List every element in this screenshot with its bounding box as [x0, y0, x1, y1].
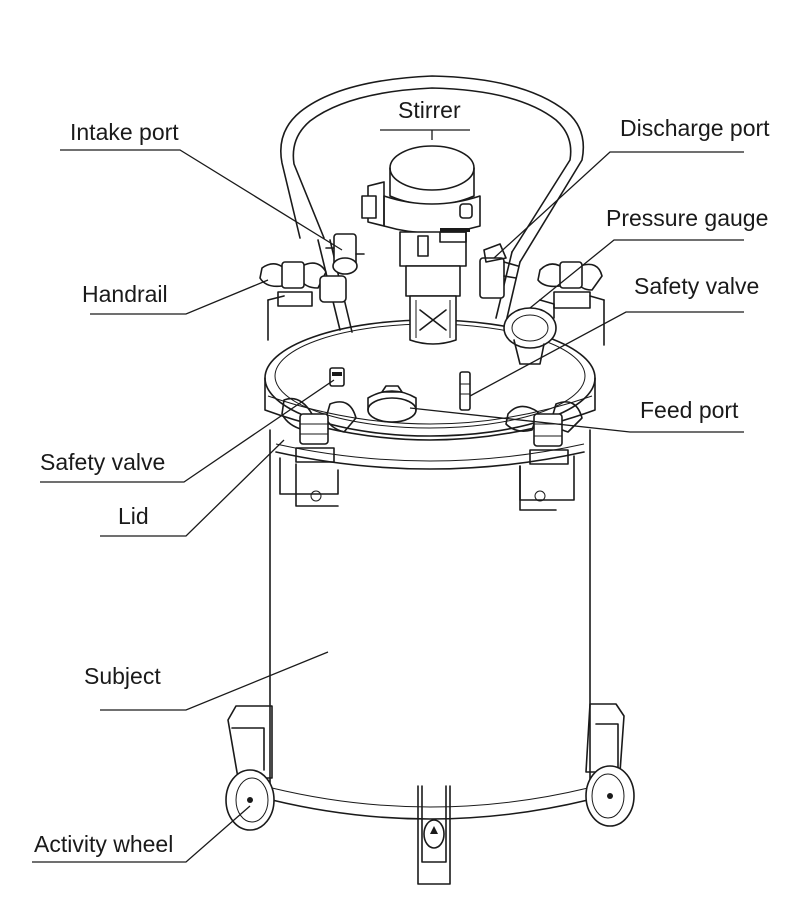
- feed-port-cap: [367, 385, 417, 423]
- tank-lid: [264, 295, 605, 441]
- intake-valve: [319, 233, 365, 303]
- label-discharge-port: Discharge port: [620, 115, 770, 141]
- pressure-gauge-assembly: [479, 243, 557, 365]
- labels: Stirrer Intake port Discharge port Press…: [34, 97, 770, 857]
- label-stirrer: Stirrer: [398, 97, 461, 123]
- safety-valve-pin: [459, 371, 471, 411]
- clamp-bracket-right: [519, 455, 575, 511]
- wing-nut-front-left: [281, 397, 357, 463]
- label-handrail: Handrail: [82, 281, 168, 307]
- label-pressure-gauge: Pressure gauge: [606, 205, 768, 231]
- label-safety-valve-right: Safety valve: [634, 273, 759, 299]
- label-intake-port: Intake port: [70, 119, 179, 145]
- wheel-front: [417, 785, 451, 885]
- wing-nut-back-right: [537, 261, 603, 309]
- leader-lines: [32, 129, 744, 863]
- label-safety-valve-left: Safety valve: [40, 449, 165, 475]
- label-feed-port: Feed port: [640, 397, 739, 423]
- label-activity-wheel: Activity wheel: [34, 831, 173, 857]
- label-subject: Subject: [84, 663, 161, 689]
- label-lid: Lid: [118, 503, 149, 529]
- wheel-left: [225, 705, 275, 831]
- wheel-right: [585, 703, 635, 827]
- tank-body: [269, 429, 591, 820]
- safety-valve-small-left: [329, 367, 345, 387]
- stirrer-assembly: [361, 145, 481, 345]
- clamp-bracket-left: [279, 457, 339, 507]
